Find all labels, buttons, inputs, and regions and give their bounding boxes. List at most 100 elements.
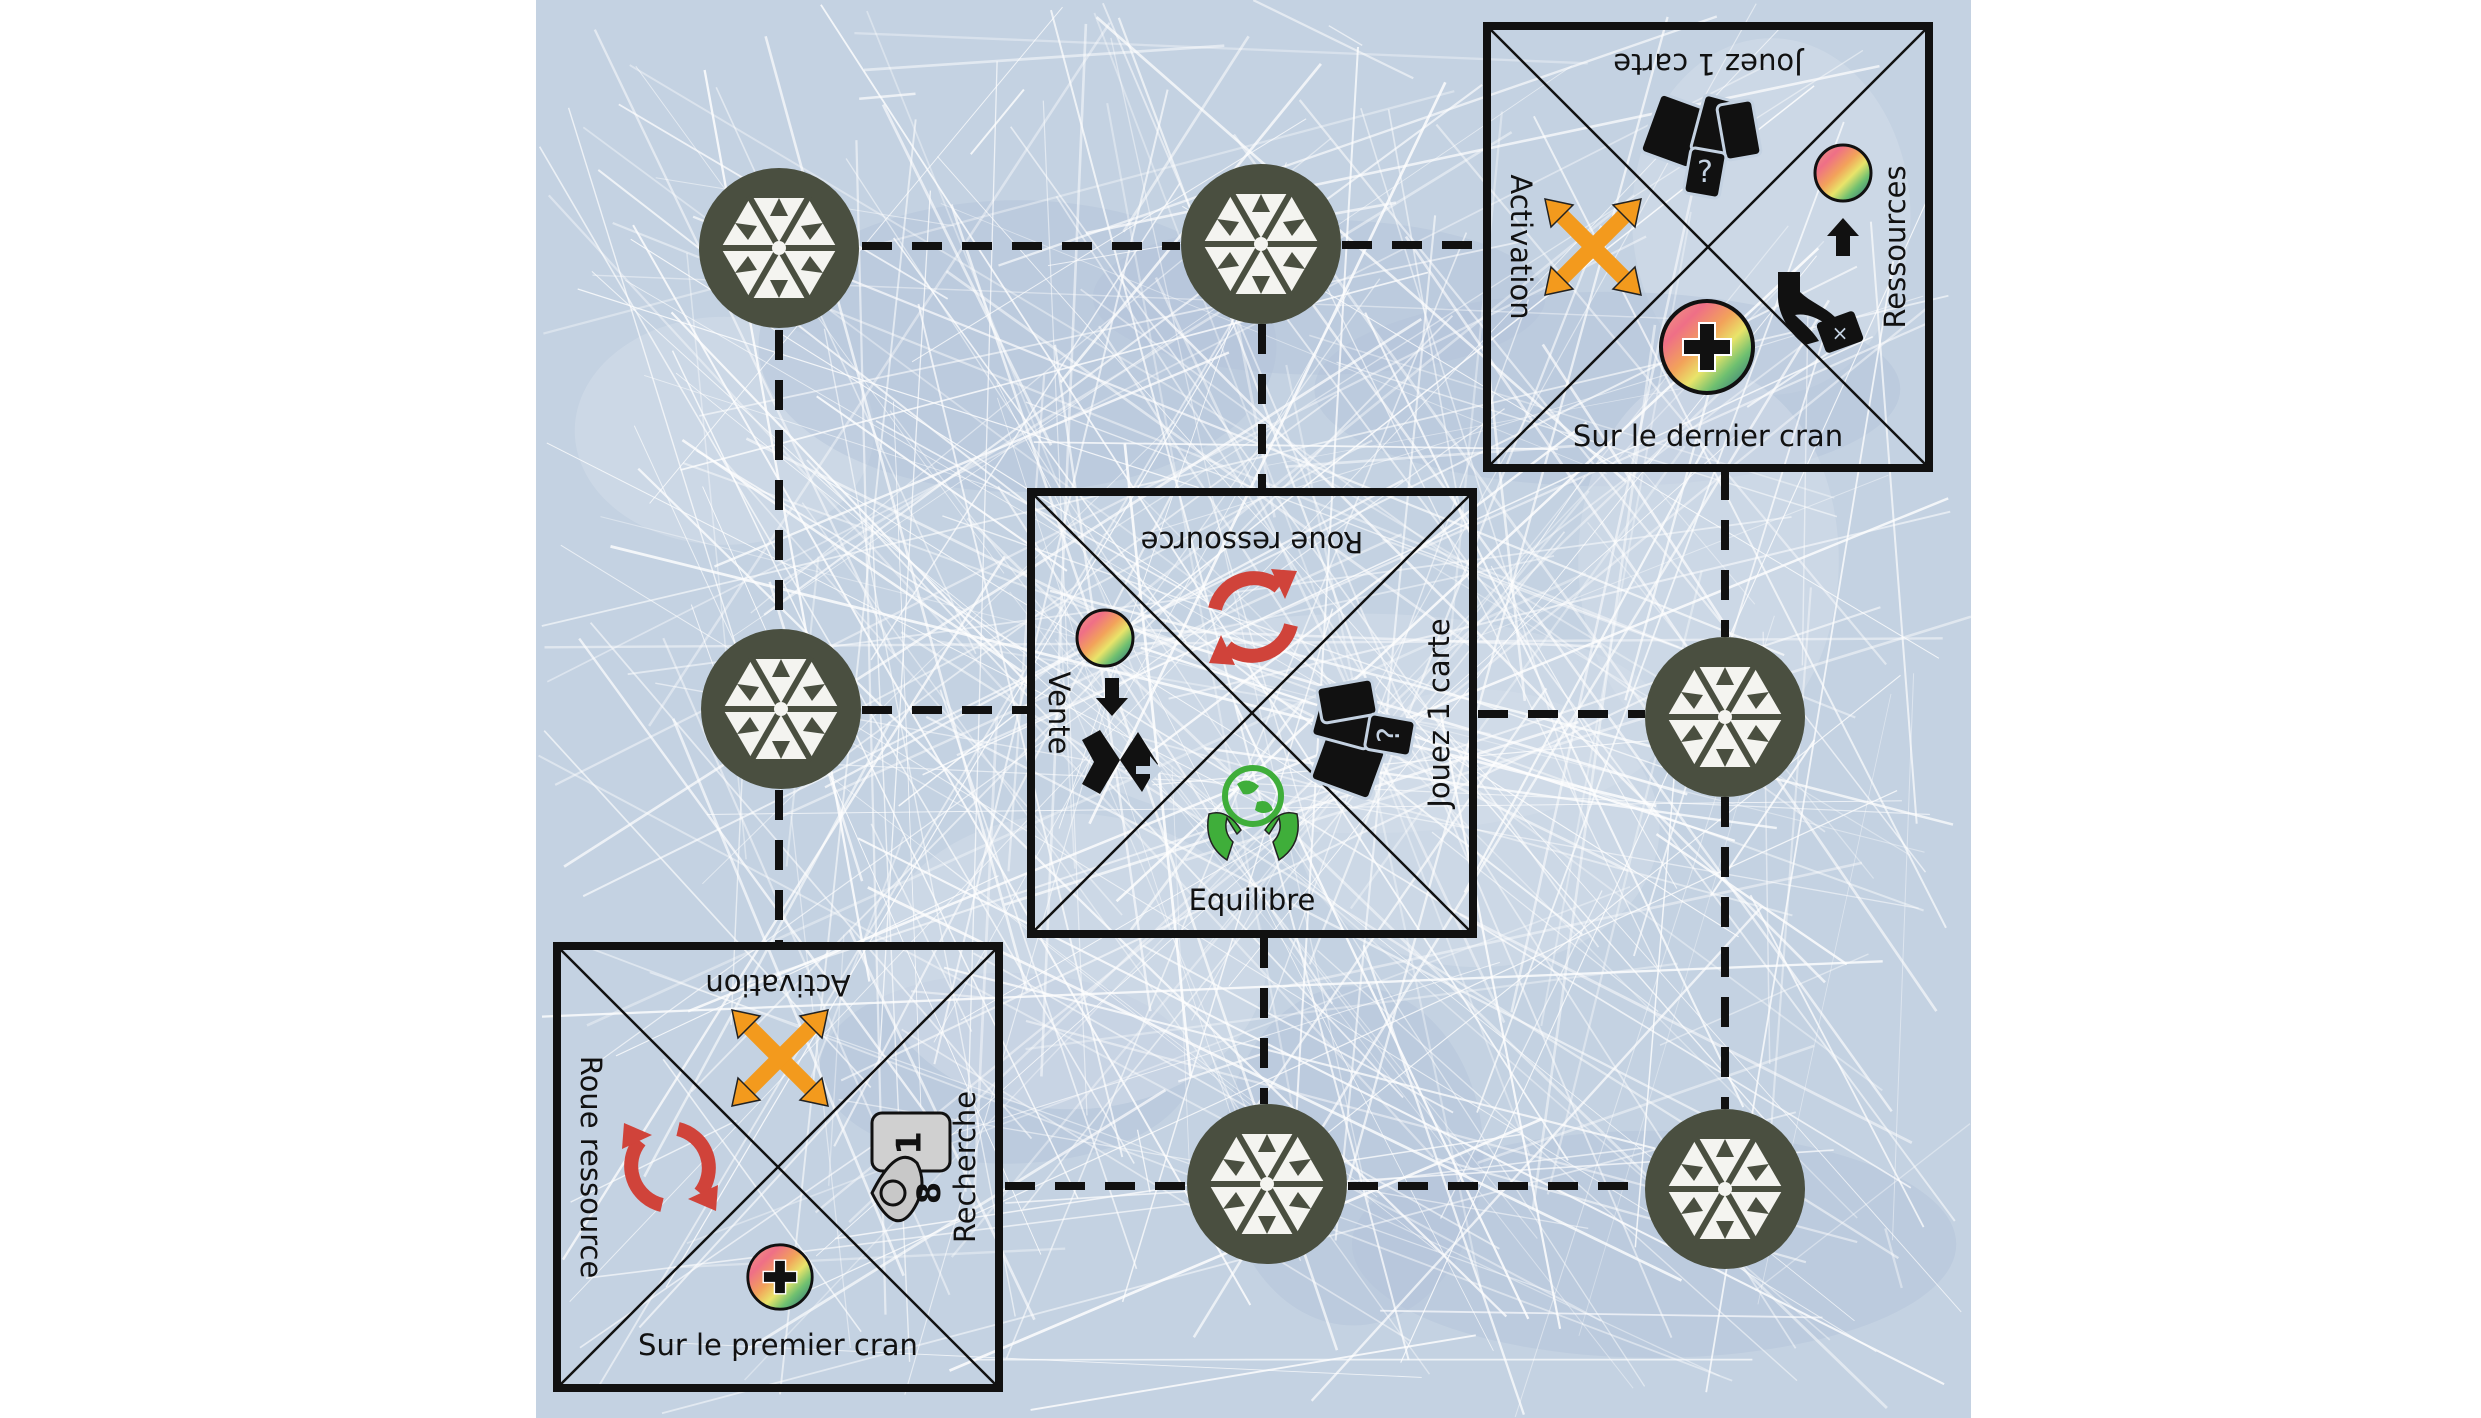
ice-scratch-line (661, 1111, 1797, 1415)
ice-scratch-line (576, 942, 1733, 1382)
ice-scratch-line (828, 729, 976, 815)
ice-scratch-line (670, 311, 1029, 685)
ice-scratch-line (1117, 17, 1384, 722)
ice-scratch-line (997, 485, 1334, 1005)
label-first-notch: Sur le premier cran (638, 1328, 918, 1362)
game-board: ? × Jouez 1 carte Ac (536, 0, 1971, 1418)
ice-scratch-line (1252, 0, 1414, 80)
label-last-notch: Sur le dernier cran (1573, 419, 1843, 453)
ice-scratch-line (648, 22, 1111, 727)
ice-scratch-line (1459, 912, 1913, 1145)
ice-scratch-line (720, 457, 1123, 916)
ice-scratch-line (893, 237, 1187, 643)
ice-scratch-line (972, 716, 999, 1216)
ice-scratch-line (1892, 673, 1915, 1241)
ice-scratch-line (776, 131, 1513, 586)
ice-scratch-line (589, 622, 1033, 1140)
ice-scratch-line (1171, 766, 1192, 1197)
label-activation: Activation (1504, 174, 1538, 319)
ice-scratch-line (970, 88, 1025, 155)
ice-scratch-line (1624, 359, 1720, 701)
ice-scratch-line (625, 280, 1410, 738)
ice-scratch-line (956, 320, 1933, 757)
ice-scratch-line (546, 65, 1766, 683)
ice-scratch-line (1504, 475, 1586, 593)
ice-scratch-line (1869, 221, 1918, 824)
ice-scratch-line (1088, 81, 1447, 825)
snowflake-node[interactable] (699, 168, 859, 328)
ice-scratch-line (615, 875, 999, 1057)
ice-scratch-line (807, 836, 905, 1086)
ice-scratch-line (1541, 343, 1731, 632)
ice-scratch-line (859, 92, 916, 101)
snowflake-node[interactable] (1645, 1109, 1805, 1269)
ice-scratch-line (939, 689, 1138, 1270)
ice-scratch-line (1184, 615, 1971, 862)
ice-scratch-line (582, 265, 1858, 898)
ice-scratch-line (1291, 274, 1893, 1113)
ice-scratch-line (543, 90, 1455, 335)
ice-scratch-line (867, 886, 1683, 1282)
ice-scratch-line (1342, 16, 1669, 1201)
resource-token-icon (1075, 608, 1135, 668)
ice-scratch-line (1285, 364, 1482, 1288)
ice-scratch-line (1270, 171, 1659, 968)
rainbow-plus-icon (746, 1243, 814, 1311)
ice-scratch-line (1349, 445, 1686, 910)
ice-scratch-line (1770, 587, 1812, 1130)
play-card-icon (1638, 91, 1764, 201)
resource-wheel-icon (1209, 569, 1297, 665)
label-activation: Activation (705, 968, 850, 1002)
ice-scratch-line (1328, 25, 1363, 47)
ice-scratch-line (1280, 674, 1901, 1172)
snowflake-node[interactable] (1181, 164, 1341, 324)
ice-scratch-line (563, 317, 1423, 868)
ice-scratch-line (1042, 100, 1088, 1116)
ice-scratch-line (1362, 944, 1525, 1415)
ice-scratch-line (1380, 1309, 1823, 1319)
ice-scratch-line (779, 119, 917, 1395)
resource-token-icon (1813, 143, 1873, 203)
ice-scratch-line (911, 118, 1307, 363)
snowflake-node[interactable] (1187, 1104, 1347, 1264)
play-card-icon (1308, 676, 1418, 802)
label-play-card: Jouez 1 carte (1422, 618, 1456, 809)
ice-scratch-line (1053, 344, 1152, 1012)
card-divider (1034, 495, 1470, 931)
ice-scratch-line (1510, 111, 1712, 1013)
hand-discard-icon (1778, 272, 1865, 354)
ice-scratch-line (1754, 1123, 1971, 1292)
activation-arrows-icon (732, 1010, 828, 1106)
ice-scratch-line (833, 488, 1176, 1147)
ice-scratch-line (1122, 35, 1250, 233)
snowflake-node[interactable] (701, 629, 861, 789)
ice-scratch-line (779, 533, 1403, 819)
action-card-top-right[interactable]: Jouez 1 carte Activation Ressources Sur … (1483, 22, 1933, 472)
ice-scratch-line (972, 952, 1500, 1250)
action-card-bottom-left[interactable]: Activation Roue ressource Recherche Sur … (553, 942, 1003, 1392)
ice-scratch-line (1010, 126, 1600, 948)
ice-scratch-line (820, 4, 1569, 1161)
ice-scratch-line (1294, 46, 1359, 1132)
ice-scratch-line (649, 971, 1556, 1294)
ice-scratch-line (998, 15, 1718, 267)
sell-stack-icon (1082, 730, 1162, 794)
ice-scratch-line (1217, 225, 1956, 1222)
ice-scratch-line (1025, 962, 1678, 1051)
ice-scratch-line (911, 990, 1000, 1001)
ice-scratch-line (1136, 1129, 1151, 1193)
ice-scratch-line (744, 240, 1825, 1381)
ice-scratch-line (1435, 123, 1887, 666)
ice-scratch-line (702, 486, 1042, 1255)
ice-scratch-line (893, 401, 922, 1107)
ice-scratch-line (863, 44, 1225, 72)
card-divider (1490, 29, 1926, 465)
ice-scratch-line (1140, 646, 1736, 842)
action-card-center[interactable]: Roue ressource Vente Jouez 1 carte Equil… (1027, 488, 1477, 938)
ice-scratch-line (600, 516, 1925, 853)
snowflake-node[interactable] (1645, 637, 1805, 797)
ice-scratch-line (857, 837, 1945, 1386)
ice-scratch-line (546, 442, 1299, 824)
ice-scratch-line (610, 545, 1657, 808)
resource-wheel-icon (622, 1123, 718, 1211)
